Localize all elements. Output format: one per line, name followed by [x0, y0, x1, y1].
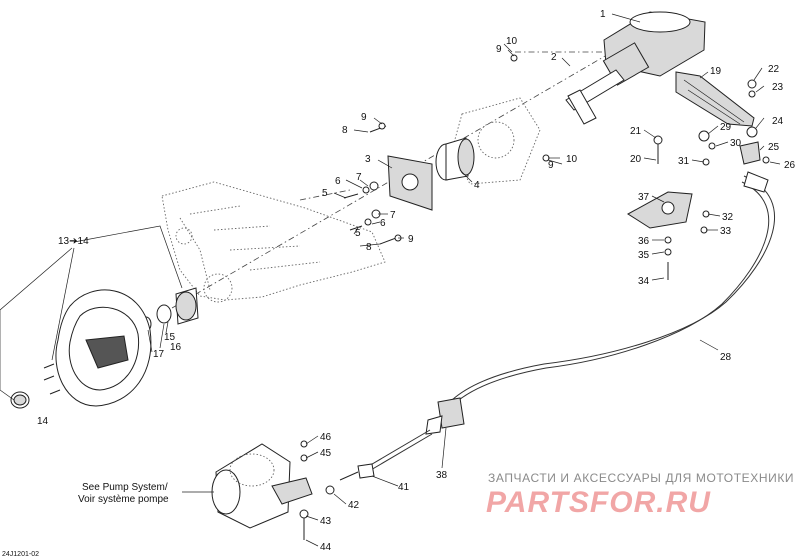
callout-labels: 1 2 3 4 5 5 6 6 7 7 8 8 9 9 9 9 10 10 13…	[37, 9, 796, 553]
callout-17: 17	[153, 349, 165, 360]
callout-19: 19	[710, 66, 722, 77]
callout-14: 14	[37, 416, 49, 427]
callout-38: 38	[436, 470, 448, 481]
bulkhead-outline	[451, 97, 541, 185]
callout-46: 46	[320, 432, 332, 443]
callout-7a: 7	[356, 172, 362, 183]
watermark-brand: PARTSFOR.RU	[486, 486, 711, 519]
callout-8b: 8	[366, 242, 372, 253]
steering-hub	[140, 287, 199, 332]
steering-wheel	[10, 289, 152, 409]
column-centerline	[171, 51, 613, 309]
callout-44: 44	[320, 542, 332, 553]
callout-43: 43	[320, 516, 332, 527]
callout-25: 25	[768, 142, 780, 153]
watermark-tagline: ЗАПЧАСТИ И АКСЕССУАРЫ ДЛЯ МОТОТЕХНИКИ	[488, 471, 794, 485]
callout-45: 45	[320, 448, 332, 459]
callout-36: 36	[638, 236, 650, 247]
callout-32: 32	[722, 212, 734, 223]
callout-28: 28	[720, 352, 732, 363]
note-line-1: See Pump System/	[82, 482, 168, 493]
callout-10a: 10	[506, 36, 518, 47]
callout-9a: 9	[361, 112, 367, 123]
hull-outline	[161, 181, 386, 303]
callout-31: 31	[678, 156, 690, 167]
callout-13-14: 13➔14	[58, 236, 89, 247]
callout-9b: 9	[408, 234, 414, 245]
callout-9c: 9	[496, 44, 502, 55]
callout-22: 22	[768, 64, 780, 75]
callout-37: 37	[638, 192, 650, 203]
callout-21: 21	[630, 126, 642, 137]
drawing-code: 24J1201-02	[2, 551, 39, 558]
callout-10b: 10	[566, 154, 578, 165]
callout-30: 30	[730, 138, 742, 149]
mounting-plate	[387, 155, 433, 211]
column-hardware	[343, 54, 550, 245]
steering-cable	[325, 171, 775, 495]
leader-lines	[0, 13, 781, 547]
bushing	[435, 137, 475, 181]
callout-16: 16	[170, 342, 182, 353]
callout-2: 2	[551, 52, 557, 63]
callout-6b: 6	[380, 218, 386, 229]
callout-3: 3	[365, 154, 371, 165]
callout-15: 15	[164, 332, 176, 343]
note-line-2: Voir système pompe	[78, 494, 169, 505]
callout-26: 26	[784, 160, 796, 171]
callout-23: 23	[772, 82, 784, 93]
callout-42: 42	[348, 500, 360, 511]
callout-5b: 5	[355, 228, 361, 239]
jet-pump-nozzle	[211, 440, 313, 540]
callout-1: 1	[600, 9, 606, 20]
callout-8a: 8	[342, 125, 348, 136]
callout-35: 35	[638, 250, 650, 261]
callout-29: 29	[720, 122, 732, 133]
callout-34: 34	[638, 276, 650, 287]
callout-33: 33	[720, 226, 732, 237]
steering-shaft	[565, 69, 625, 125]
cable-bracket	[675, 71, 755, 127]
pump-system-note: See Pump System/ Voir système pompe	[78, 482, 169, 505]
callout-4: 4	[474, 180, 480, 191]
callout-20: 20	[630, 154, 642, 165]
callout-7b: 7	[390, 210, 396, 221]
callout-41: 41	[398, 482, 410, 493]
callout-6a: 6	[335, 176, 341, 187]
watermark: ЗАПЧАСТИ И АКСЕССУАРЫ ДЛЯ МОТОТЕХНИКИ PA…	[486, 471, 794, 519]
callout-9d: 9	[548, 160, 554, 171]
callout-24: 24	[772, 116, 784, 127]
callout-5a: 5	[322, 188, 328, 199]
